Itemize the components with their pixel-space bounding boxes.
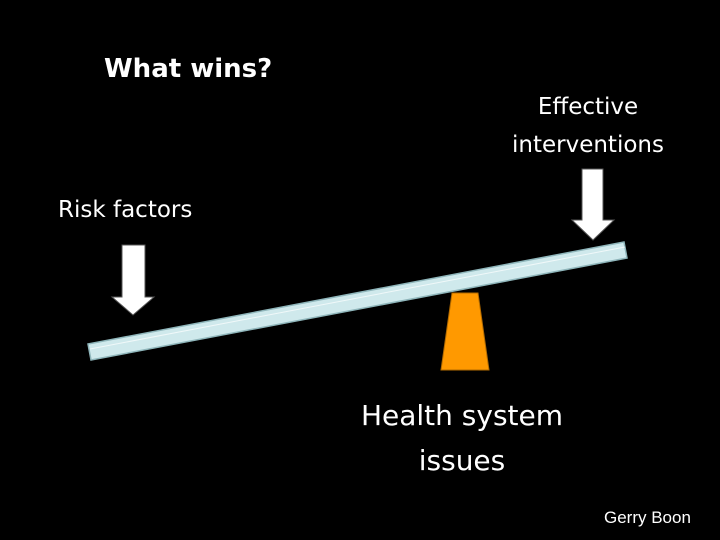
- author-credit: Gerry Boon: [604, 508, 691, 527]
- seesaw-beam: [87, 241, 628, 361]
- risk-factors-label: Risk factors: [58, 197, 193, 223]
- effective-label-line-2: interventions: [512, 132, 664, 158]
- slide-title: What wins?: [104, 54, 273, 84]
- health-system-issues-label: Health system issues: [346, 393, 578, 483]
- fulcrum: [440, 292, 490, 371]
- health-label-line-1: Health system: [360, 399, 564, 432]
- health-label-line-2: issues: [418, 444, 506, 477]
- down-arrow-icon: [570, 168, 616, 241]
- down-arrow-icon: [110, 244, 156, 316]
- effective-label-line-1: Effective: [537, 94, 639, 120]
- effective-interventions-label: Effective interventions: [488, 88, 688, 164]
